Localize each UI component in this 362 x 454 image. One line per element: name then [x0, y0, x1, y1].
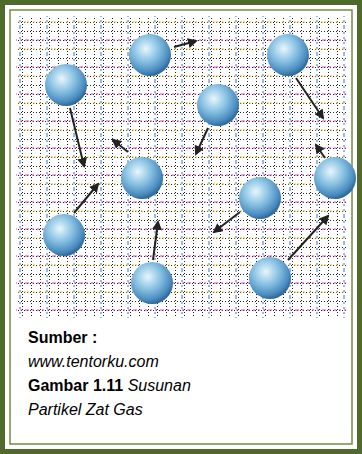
source-heading: Sumber :	[28, 329, 97, 346]
grid-background	[16, 16, 346, 318]
grid-color-lines	[16, 16, 346, 318]
caption-line: www.tentorku.com	[28, 350, 218, 374]
caption-line: Sumber :	[28, 326, 218, 350]
outer-frame	[3, 3, 360, 452]
gas-particles	[43, 34, 356, 304]
caption-line: Gambar 1.11Susunan Partikel Zat Gas	[28, 374, 218, 422]
source-url: www.tentorku.com	[28, 353, 159, 370]
figure-number: Gambar 1.11	[28, 377, 123, 394]
inner-frame	[10, 10, 352, 444]
motion-arrows	[70, 41, 328, 260]
